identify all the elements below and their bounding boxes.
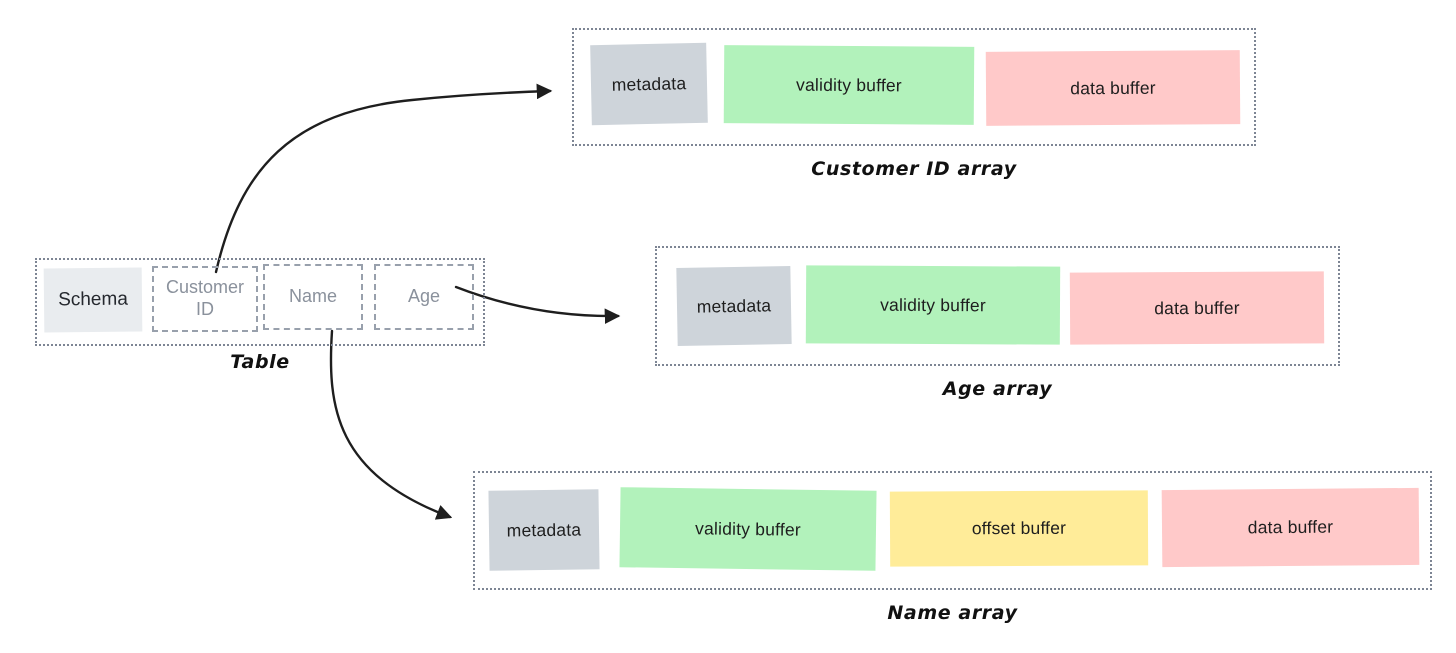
age-validity-buffer: validity buffer xyxy=(805,265,1061,345)
name-metadata-buffer: metadata xyxy=(488,489,600,571)
customer-id-array-container xyxy=(572,28,1256,146)
age-data-buffer: data buffer xyxy=(1069,271,1325,345)
table-column-age: Age xyxy=(374,264,474,330)
schema-box: Schema xyxy=(43,267,143,333)
table-column-customer-id: Customer ID xyxy=(152,266,258,332)
age-metadata-buffer: metadata xyxy=(676,266,792,346)
age-array-label: Age array xyxy=(942,378,1053,400)
name-data-buffer: data buffer xyxy=(1161,487,1420,568)
customer-id-metadata-buffer: metadata xyxy=(590,42,708,126)
name-array-label: Name array xyxy=(887,602,1018,624)
customer-id-validity-buffer: validity buffer xyxy=(723,45,975,125)
customer-id-data-buffer: data buffer xyxy=(985,50,1241,126)
table-label: Table xyxy=(230,351,290,373)
name-validity-buffer: validity buffer xyxy=(619,487,877,571)
age-array-container xyxy=(655,246,1340,366)
arrow-customer-id-to-array xyxy=(214,83,553,274)
customer-id-array-label: Customer ID array xyxy=(811,158,1017,180)
table-container xyxy=(35,258,485,346)
name-offset-buffer: offset buffer xyxy=(889,490,1149,567)
table-column-name: Name xyxy=(263,264,363,330)
name-array-container xyxy=(473,471,1432,590)
